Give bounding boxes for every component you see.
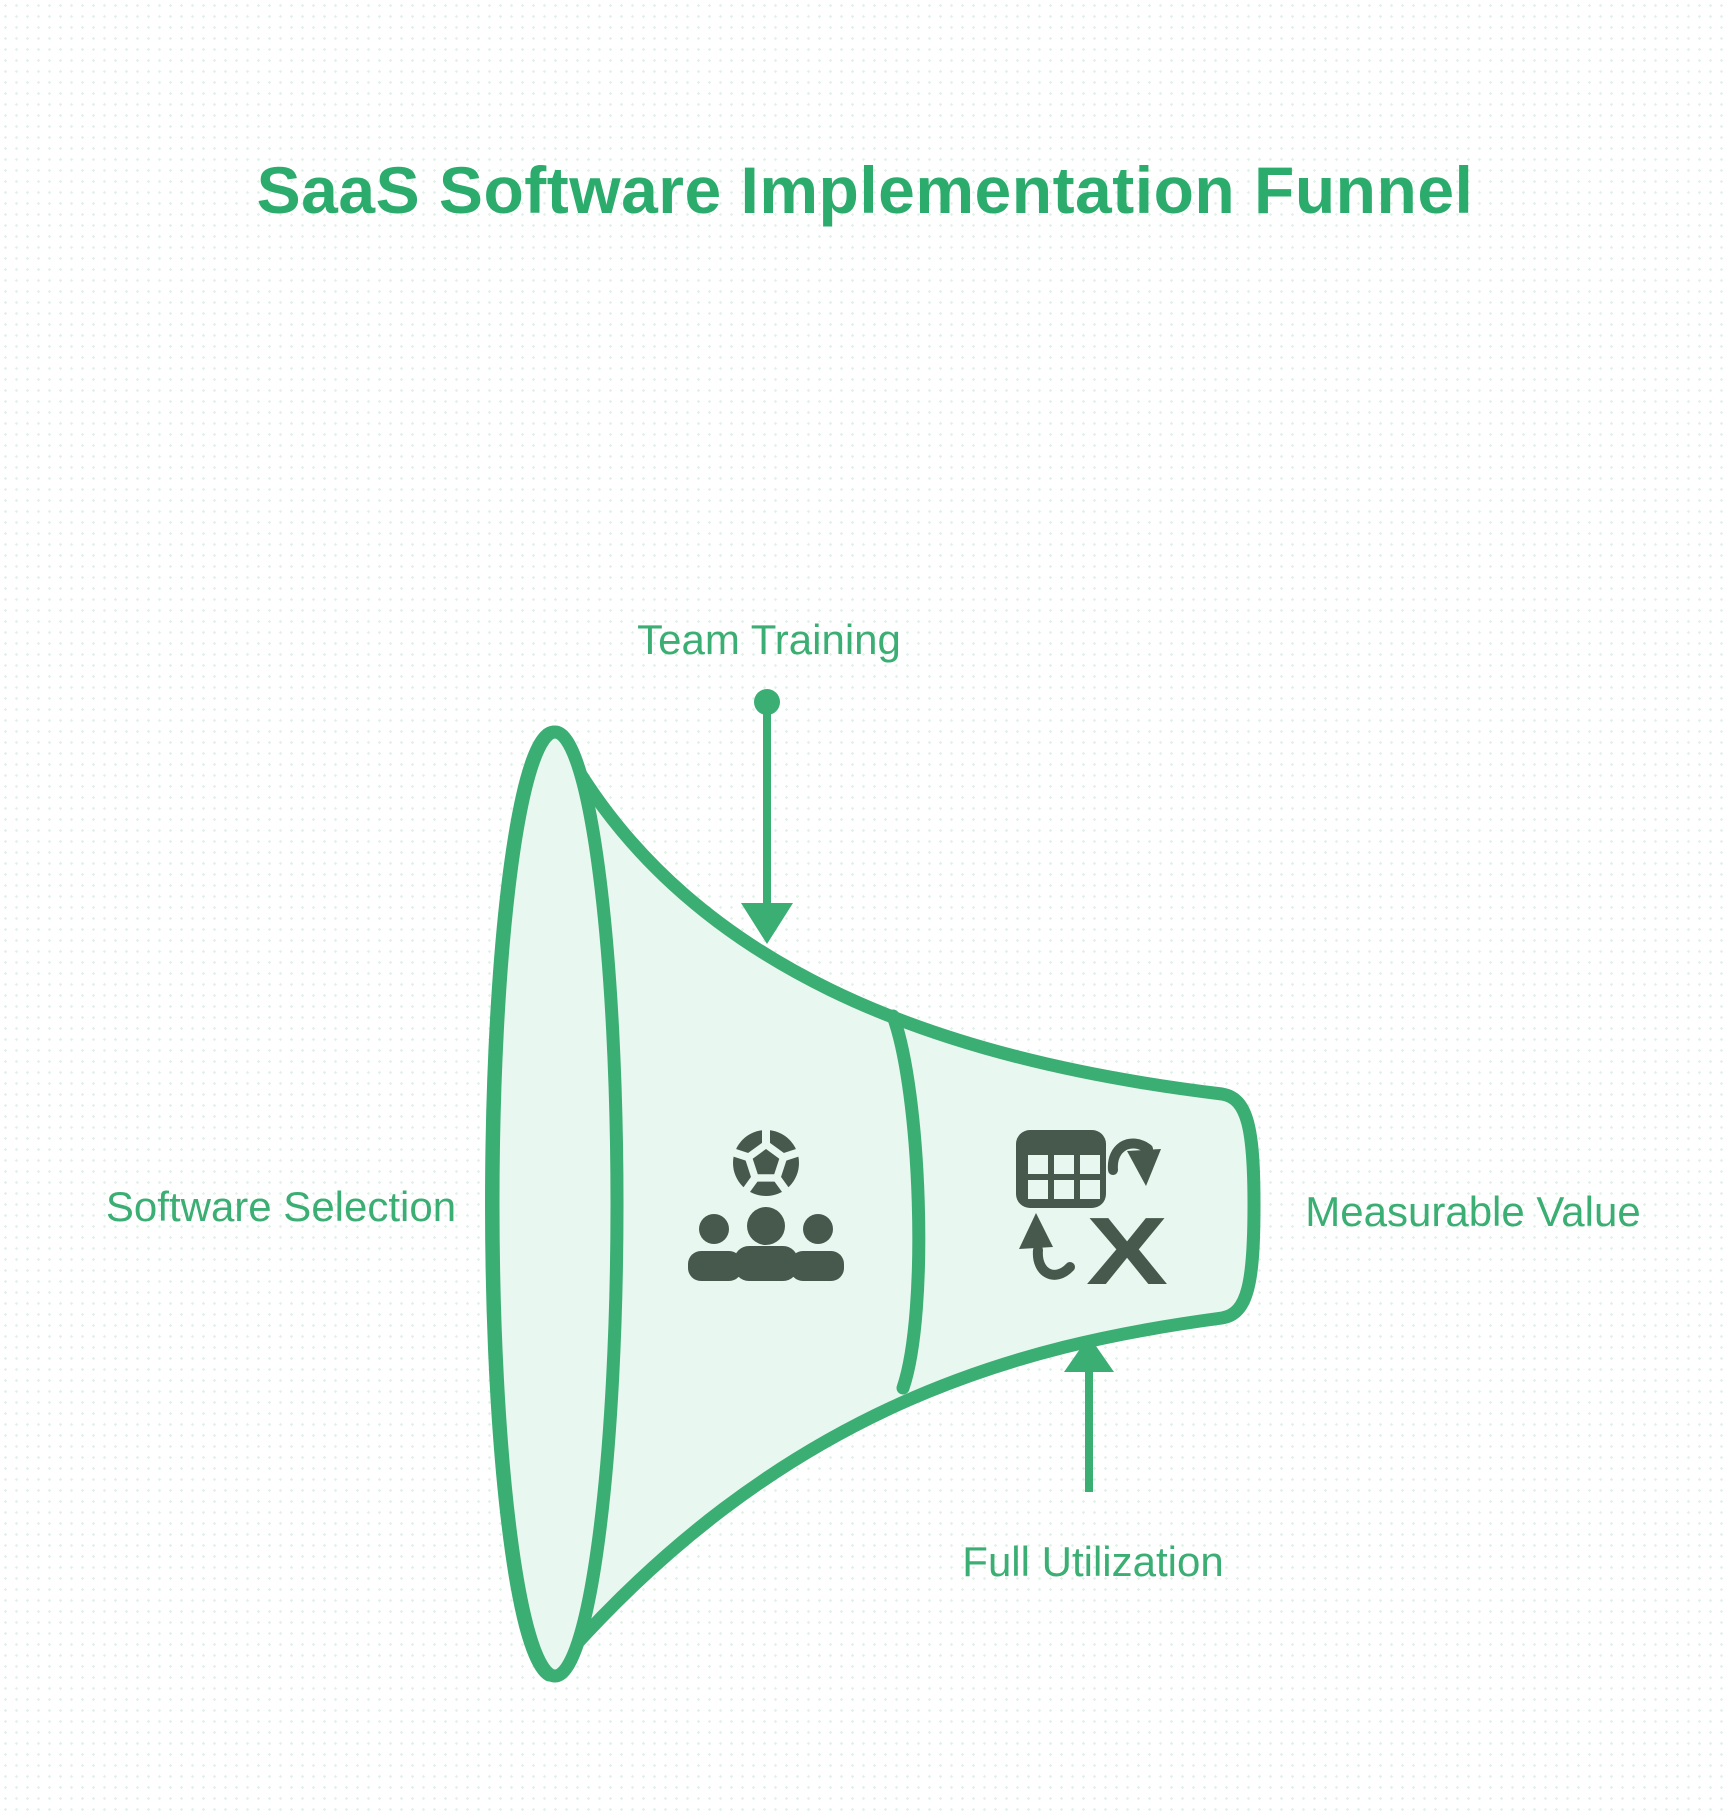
full-utilization-arrow (1064, 1336, 1114, 1492)
arrow-down-icon (741, 903, 793, 944)
funnel-seam (886, 1009, 926, 1395)
arrow-start-dot (754, 689, 780, 715)
arrow-up-icon (1064, 1336, 1114, 1372)
funnel-mouth-ellipse (486, 725, 624, 1683)
x-glyph: X (1086, 1198, 1168, 1305)
stage-label-software-selection: Software Selection (105, 1183, 457, 1230)
table-conversion-x-icon: X (1016, 1130, 1168, 1305)
soccer-ball-over-team-icon (688, 1127, 844, 1281)
team-training-arrow (741, 689, 793, 944)
stage-label-team-training: Team Training (637, 616, 901, 663)
stage-label-measurable-value: Measurable Value (1305, 1188, 1641, 1235)
stage-label-full-utilization: Full Utilization (962, 1538, 1224, 1585)
page-title: SaaS Software Implementation Funnel (256, 153, 1474, 227)
